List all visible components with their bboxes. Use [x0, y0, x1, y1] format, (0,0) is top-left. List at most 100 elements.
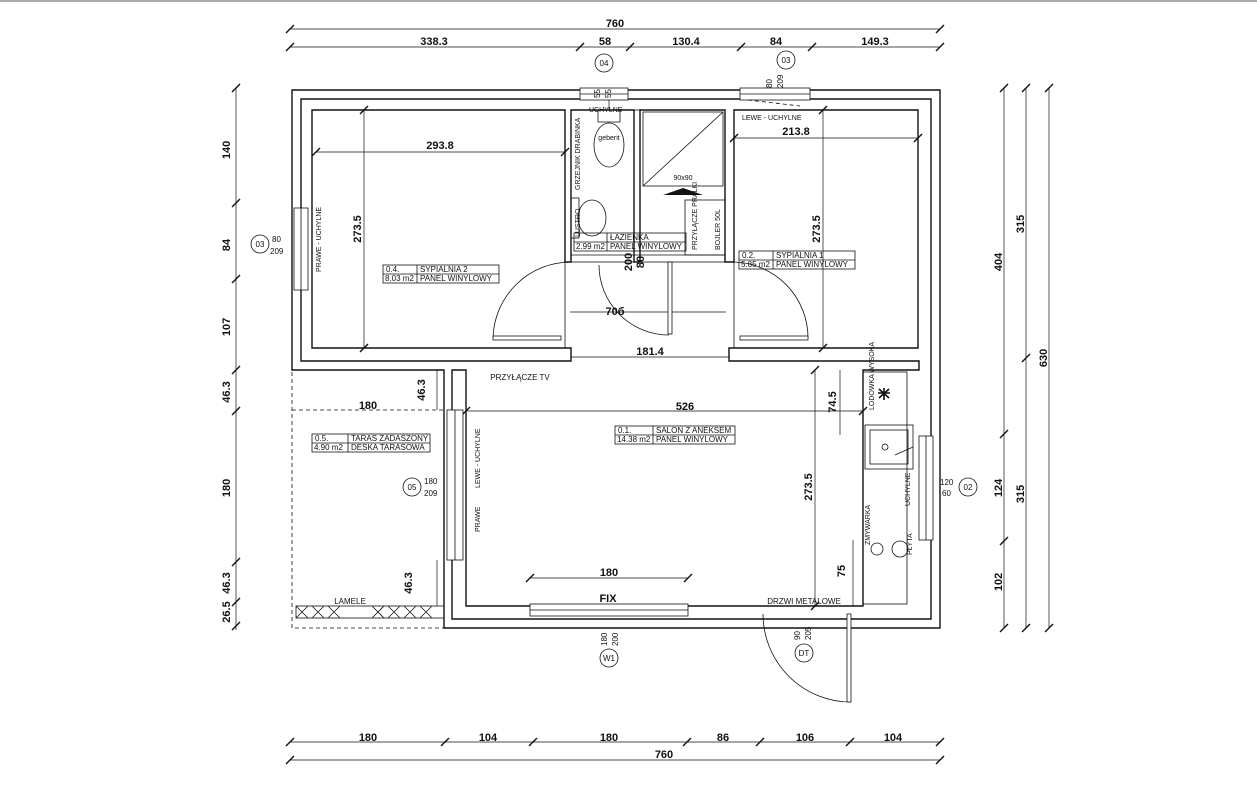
- bottom-dim-5: 106: [796, 732, 814, 744]
- lodowka-label: LODÓWKA WYSOKA: [867, 342, 876, 410]
- room-tag-bath: ŁAZIENKA 2.99 m2 PANEL WINYLOWY: [573, 232, 687, 252]
- fix-label: FIX: [599, 593, 617, 605]
- tag-id: 05: [408, 483, 417, 492]
- window-tag-DT: DT 90 205: [793, 626, 814, 663]
- kitchen-fixtures: [862, 371, 914, 605]
- terrace-dim-a: 46.3: [416, 379, 428, 400]
- room-area: 14.38 m2: [617, 435, 651, 444]
- room-name: SALON Z ANEKSEM: [656, 426, 731, 435]
- tag-id: DT: [799, 649, 810, 658]
- geberit-label: geberit: [598, 135, 619, 142]
- tag-w: 80: [765, 79, 774, 88]
- salon-height-dim: 273.5: [803, 473, 815, 501]
- top-total-dim: 760: [606, 18, 624, 30]
- walls: [291, 89, 941, 629]
- plyta-label: PŁYTA: [907, 533, 914, 555]
- bottom-dim-6: 104: [884, 732, 903, 744]
- terrace-lamele: [295, 605, 445, 619]
- lewe-uchylne-label: LEWE - UCHYLNE: [742, 115, 802, 122]
- room-tag-bed1: 0.2. SYPIALNIA 1 5.85 m2 PANEL WINYLOWY: [738, 250, 856, 270]
- bottom-dim-3: 180: [600, 732, 618, 744]
- tag-id: W1: [603, 654, 616, 663]
- tag-id: 04: [600, 59, 609, 68]
- tag-h: 205: [804, 626, 813, 640]
- top-dim-1: 338.3: [420, 36, 448, 48]
- room-tag-terrace: 0.5. TARAS ZADASZONY 4.90 m2 DESKA TARAS…: [311, 433, 431, 453]
- bottom-dimensions: 180 104 180 86 106 104 760: [285, 732, 945, 765]
- right-dim-124: 124: [993, 478, 1005, 497]
- tag-id: 03: [782, 56, 791, 65]
- top-dim-3: 130.4: [672, 36, 700, 48]
- prawe-label: PRAWE: [475, 506, 482, 532]
- left-dim-3: 107: [221, 318, 233, 336]
- room-name: SYPIALNIA 1: [776, 251, 824, 260]
- room-name: SYPIALNIA 2: [420, 265, 468, 274]
- top-dim-4: 84: [770, 36, 783, 48]
- tag-w: 120: [940, 478, 954, 487]
- room-area: 2.99 m2: [576, 242, 605, 251]
- uchylne-label: UCHYLNE: [589, 107, 623, 114]
- room-area: 8.03 m2: [385, 274, 414, 283]
- tag-w: 180: [424, 477, 438, 486]
- tag-id: 02: [964, 483, 973, 492]
- tag-w: 180: [600, 632, 609, 646]
- tag-h: 209: [776, 74, 785, 88]
- interior-dimensions: [311, 100, 923, 611]
- bathroom-fixtures: [570, 109, 726, 256]
- right-dim-315a: 315: [1015, 215, 1027, 233]
- bottom-dim-4: 86: [717, 732, 729, 744]
- kitchen-dim-b: 75: [836, 565, 848, 577]
- tag-id: 03: [256, 240, 265, 249]
- tag-h: 55: [604, 89, 613, 98]
- room-tag-salon: 0.1. SALON Z ANEKSEM 14.38 m2 PANEL WINY…: [614, 425, 736, 445]
- left-dim-2: 84: [221, 238, 233, 251]
- room-no: 0.2.: [742, 251, 755, 260]
- tv-label: PRZYŁĄCZE TV: [490, 373, 550, 382]
- tag-w: 90: [793, 631, 802, 640]
- left-dim-5: 180: [221, 479, 233, 497]
- top-windows: [579, 87, 811, 107]
- room-name: TARAS ZADASZONY: [351, 434, 429, 443]
- room-area: 4.90 m2: [314, 443, 343, 452]
- left-dimensions: 140 84 107 46.3 180 46.3 26.5: [221, 83, 241, 631]
- bed1-width-dim: 213.8: [782, 126, 810, 138]
- right-dim-102: 102: [993, 573, 1005, 591]
- right-dim-404: 404: [993, 252, 1005, 271]
- window-tag-02: 02 120 60: [940, 477, 978, 498]
- room-floor: PANEL WINYLOWY: [656, 435, 729, 444]
- salon-width-dim: 526: [676, 401, 694, 413]
- grzejnik-label: GRZEJNIK DRABINKA: [575, 117, 582, 190]
- left-dim-4: 46.3: [221, 381, 233, 402]
- pralka-label: PRZYŁĄCZE PRALKI: [692, 182, 699, 250]
- bath-door-dim-w: 80: [635, 256, 647, 268]
- room-area: 5.85 m2: [741, 260, 770, 269]
- lewe-uchylne-v-label: LEWE - UCHYLNE: [475, 428, 482, 488]
- lamele-label: LAMELE: [334, 597, 366, 606]
- left-dim-7: 26.5: [221, 601, 233, 622]
- tag-w: 80: [272, 235, 281, 244]
- bed2-width-dim: 293.8: [426, 140, 454, 152]
- tag-h: 200: [611, 632, 620, 646]
- window-tag-05: 05 180 209: [402, 477, 438, 498]
- drzwi-label: DRZWI METALOWE: [767, 597, 841, 606]
- left-dim-6: 46.3: [221, 572, 233, 593]
- right-dimensions: 404 124 102 315 315 630: [993, 83, 1054, 633]
- right-dim-315b: 315: [1015, 485, 1027, 503]
- bed1-height-dim: 273.5: [811, 215, 823, 243]
- room-floor: PANEL WINYLOWY: [420, 274, 493, 283]
- corridor-dim: 181.4: [636, 346, 664, 358]
- tag-w: 55: [593, 89, 602, 98]
- top-dim-5: 149.3: [861, 36, 889, 48]
- kitchen-dim-a: 74.5: [827, 391, 839, 412]
- room-no: 0.1.: [618, 426, 631, 435]
- bojler-label: BOJLER 50L: [715, 209, 722, 250]
- window-tag-04: 04 55 55: [593, 53, 614, 98]
- tag-h: 209: [424, 489, 438, 498]
- room-floor: PANEL WINYLOWY: [776, 260, 849, 269]
- prawe-uchylne-label: PRAWE - UCHYLNE: [316, 207, 323, 272]
- right-dim-630: 630: [1038, 349, 1050, 367]
- window-tag-03-left: 03 80 209: [250, 234, 284, 256]
- bed2-height-dim: 273.5: [352, 215, 364, 243]
- terrace-width-dim: 180: [359, 400, 377, 412]
